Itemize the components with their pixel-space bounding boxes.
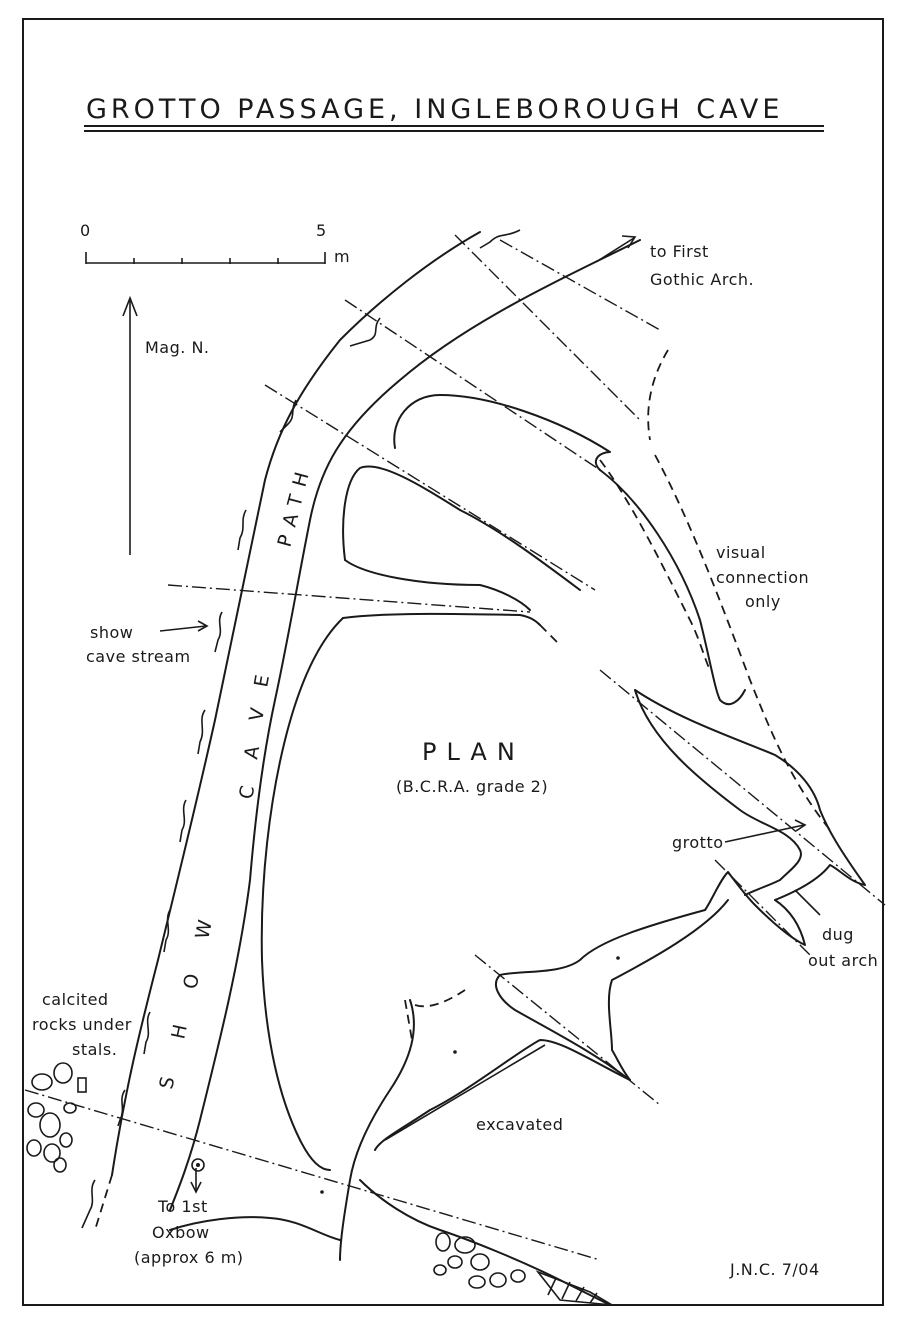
show-stream-dashed (94, 1174, 113, 1231)
lower-passage-wall (344, 559, 531, 611)
map-title: GROTTO PASSAGE, INGLEBOROUGH CAVE (86, 94, 783, 125)
north-arrow-icon (122, 295, 138, 555)
svg-text:T: T (283, 489, 308, 510)
plan-label: PLAN (422, 738, 525, 766)
calcited-rocks-label-3: stals. (72, 1040, 117, 1059)
oxbow-marker-icon (191, 1158, 205, 1172)
svg-text:A: A (279, 508, 304, 529)
survey-line-7 (474, 954, 661, 1106)
survey-line-6 (714, 859, 811, 956)
grotto-label: grotto (672, 833, 724, 852)
show-lettering: S H O W (155, 915, 217, 1091)
survey-line-1 (454, 234, 641, 421)
scale-start-label: 0 (80, 221, 91, 240)
scale-end-label: 5 (316, 221, 327, 240)
svg-text:V: V (245, 703, 269, 723)
oxbow-passage-wall (339, 999, 415, 1261)
excavated-label: excavated (476, 1115, 563, 1134)
east-wall (599, 469, 746, 706)
to-gothic-arch-arrow-icon (595, 235, 637, 263)
south-outlet-wall (359, 1179, 611, 1306)
svg-text:C: C (235, 781, 259, 801)
show-cave-outer-wall (111, 231, 481, 1176)
middle-loop-wall (342, 465, 581, 591)
visual-connection-dashed (654, 454, 831, 831)
survey-line-5 (599, 669, 886, 906)
visual-connection-label-1: visual (716, 543, 766, 562)
survey-line-4 (167, 584, 531, 613)
svg-text:H: H (289, 467, 315, 489)
oxbow-label-1: To 1st (157, 1197, 208, 1216)
grotto-north-wall (634, 689, 866, 901)
stream-flow-arrows (81, 229, 521, 1229)
svg-text:E: E (250, 670, 274, 689)
oxbow-label-2: Oxbow (152, 1223, 210, 1242)
svg-text:H: H (167, 1020, 192, 1041)
oxbow-label-3: (approx 6 m) (134, 1248, 244, 1267)
to-first-gothic-label-1: to First (650, 242, 709, 261)
svg-text:P: P (274, 530, 299, 550)
to-first-gothic-label-2: Gothic Arch. (650, 270, 754, 289)
sheet-border (22, 18, 884, 1306)
label-pointers (159, 620, 821, 1194)
main-chamber-west-wall (260, 617, 344, 1171)
lower-chamber-wall (495, 909, 706, 1081)
dug-arch-wall (704, 871, 806, 946)
svg-text:W: W (191, 915, 217, 941)
calcited-rocks-label-2: rocks under (32, 1015, 132, 1034)
svg-text:A: A (240, 741, 264, 761)
visual-connection-label-2: connection (716, 568, 809, 587)
southwest-outlet-wall (169, 1216, 341, 1241)
east-dashed-wall (599, 459, 711, 671)
visual-connection-label-3: only (745, 592, 781, 611)
scale-unit-label: m (334, 247, 350, 266)
calcited-rocks-label-1: calcited (42, 990, 109, 1009)
cave-lettering: C A V E (235, 670, 274, 801)
excavated-wall (374, 1039, 631, 1151)
grotto-inner-wall (634, 689, 802, 896)
lower-dashed-2 (414, 989, 466, 1008)
survey-line-9 (499, 239, 661, 331)
show-cave-inner-wall (169, 239, 641, 1211)
show-stream-label-1: show (90, 623, 133, 642)
spot-marks (320, 956, 620, 1194)
middle-dashed (539, 624, 561, 646)
svg-text:O: O (179, 969, 204, 991)
lower-left-dashed (404, 999, 413, 1041)
survey-line-2 (344, 299, 601, 471)
grade-label: (B.C.R.A. grade 2) (396, 777, 548, 796)
path-lettering: P A T H (274, 467, 315, 549)
north-dashed-wall (647, 349, 669, 441)
upper-loop-wall (393, 394, 611, 471)
main-chamber-north-wall (342, 612, 541, 626)
calcited-rocks-icon (26, 1062, 87, 1173)
show-stream-label-2: cave stream (86, 647, 191, 666)
survey-line-3 (264, 384, 596, 591)
boulder-choke-icon (433, 1232, 613, 1306)
dug-out-arch-label-1: dug (822, 925, 854, 944)
svg-text:S: S (155, 1072, 180, 1091)
dug-out-arch-label-2: out arch (808, 951, 878, 970)
scale-bar: 0 5 m (80, 221, 350, 266)
east-lower-wall (607, 899, 729, 1081)
surveyor-signature: J.N.C. 7/04 (729, 1260, 820, 1279)
north-label: Mag. N. (145, 338, 210, 357)
